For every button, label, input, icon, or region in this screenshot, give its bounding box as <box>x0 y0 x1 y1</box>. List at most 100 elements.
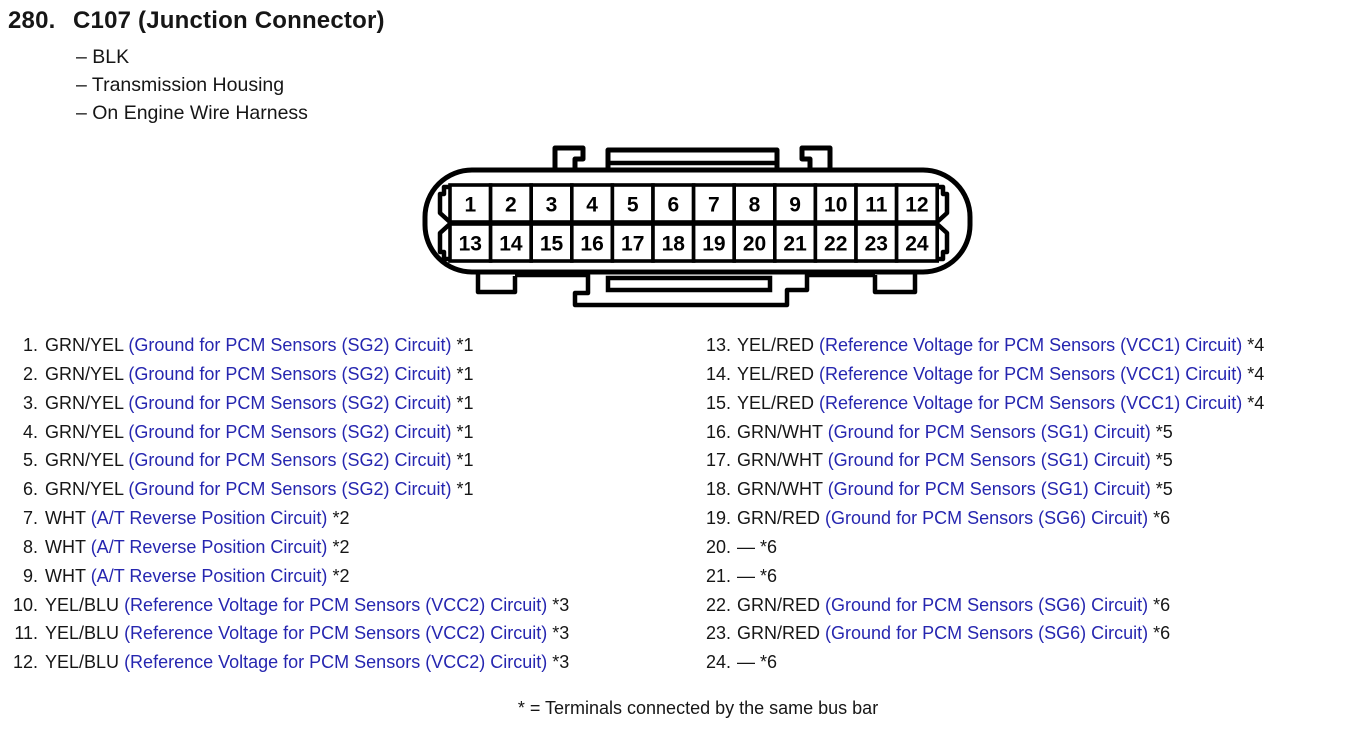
pin-number: 20. <box>705 536 731 557</box>
wire-color: GRN/RED <box>737 623 821 644</box>
bus-bar-note: *4 <box>1247 363 1265 384</box>
pin-row: 13.YEL/RED (Reference Voltage for PCM Se… <box>700 331 1364 360</box>
pin-cell-number: 13 <box>459 233 482 256</box>
bus-bar-note: *6 <box>760 652 778 673</box>
wire-color: — <box>737 652 755 673</box>
pin-row: 4.GRN/YEL (Ground for PCM Sensors (SG2) … <box>5 418 681 447</box>
pin-cell-number: 18 <box>662 233 686 256</box>
pin-cell-number: 7 <box>708 194 720 217</box>
circuit-name: (Ground for PCM Sensors (SG2) Circuit) <box>128 392 452 413</box>
pin-cell <box>854 183 899 224</box>
pin-row: 24. — *6 <box>700 648 1364 677</box>
bus-bar-note: *2 <box>332 565 350 586</box>
wire-color: GRN/RED <box>737 594 821 615</box>
pin-row: 1.GRN/YEL (Ground for PCM Sensors (SG2) … <box>5 331 681 360</box>
pin-row: 14.YEL/RED (Reference Voltage for PCM Se… <box>700 360 1364 389</box>
pin-cell-number: 23 <box>865 233 888 256</box>
circuit-name: (Reference Voltage for PCM Sensors (VCC2… <box>124 623 548 644</box>
pin-number: 2. <box>22 363 38 384</box>
connector-bottom-slot <box>605 275 773 293</box>
pin-row: 18.GRN/WHT (Ground for PCM Sensors (SG1)… <box>700 475 1364 504</box>
circuit-name: (Ground for PCM Sensors (SG2) Circuit) <box>128 363 452 384</box>
circuit-name: (Reference Voltage for PCM Sensors (VCC2… <box>124 652 548 673</box>
pin-cell-number: 9 <box>789 194 801 217</box>
pin-row: 17.GRN/WHT (Ground for PCM Sensors (SG1)… <box>700 446 1364 475</box>
pin-cell <box>894 183 940 224</box>
pin-number: 23. <box>705 623 731 644</box>
pin-cell <box>691 183 737 224</box>
wire-color: GRN/YEL <box>45 392 124 413</box>
connector-bottom-plate <box>515 272 875 308</box>
circuit-name: (Ground for PCM Sensors (SG6) Circuit) <box>825 508 1149 529</box>
pin-cell <box>813 183 858 224</box>
bus-bar-note: *4 <box>1247 392 1265 413</box>
wire-color: YEL/RED <box>737 335 815 355</box>
pin-number: 4. <box>22 421 38 442</box>
bus-bar-note: *6 <box>760 536 778 557</box>
pin-number: 17. <box>705 450 731 471</box>
circuit-name: (A/T Reverse Position Circuit) <box>90 565 328 586</box>
wire-color: GRN/RED <box>737 508 821 529</box>
pin-cell-number: 19 <box>702 233 725 256</box>
pin-cell-number: 2 <box>505 194 517 217</box>
pin-cell <box>610 183 655 224</box>
pin-cell <box>651 222 696 263</box>
bus-bar-note: *1 <box>456 450 474 471</box>
bus-bar-note: *6 <box>1153 508 1171 529</box>
pin-cell-number: 10 <box>824 194 847 217</box>
wire-color: GRN/WHT <box>737 421 823 442</box>
bus-bar-note: *6 <box>1153 623 1171 644</box>
pin-cell-number: 5 <box>627 194 639 217</box>
bus-bar-note: *2 <box>332 536 350 557</box>
pin-cell <box>488 222 533 263</box>
connector-top-tab-left <box>552 145 586 172</box>
circuit-name: (A/T Reverse Position Circuit) <box>90 508 328 529</box>
bus-bar-note: *5 <box>1155 421 1173 442</box>
pin-cell <box>772 183 818 224</box>
connector-attribute-location: – Transmission Housing <box>76 74 285 96</box>
pin-row: 15.YEL/RED (Reference Voltage for PCM Se… <box>700 389 1364 418</box>
wire-color: WHT <box>45 536 86 557</box>
section-heading: 280. C107 (Junction Connector) <box>8 7 385 35</box>
circuit-name: (A/T Reverse Position Circuit) <box>90 536 328 557</box>
circuit-name: (Ground for PCM Sensors (SG6) Circuit) <box>825 594 1149 615</box>
pin-number: 6. <box>22 479 38 500</box>
pin-cell-number: 14 <box>499 233 523 256</box>
connector-bottom-tab-right <box>872 271 918 295</box>
connector-top-ridge-bar <box>605 147 780 172</box>
connector-attributes: – BLK – Transmission Housing – On Engine… <box>76 43 308 127</box>
pin-number: 9. <box>22 565 38 586</box>
pin-row: 19.GRN/RED (Ground for PCM Sensors (SG6)… <box>700 504 1364 533</box>
bus-bar-note: *1 <box>456 335 474 355</box>
pin-cell-number: 17 <box>621 233 644 256</box>
circuit-name: (Ground for PCM Sensors (SG2) Circuit) <box>128 421 452 442</box>
pin-number: 14. <box>705 363 731 384</box>
pin-row: 9. WHT (A/T Reverse Position Circuit) *2 <box>5 562 681 591</box>
wire-color: GRN/YEL <box>45 479 124 500</box>
pin-cell <box>570 222 615 263</box>
wire-color: GRN/YEL <box>45 363 124 384</box>
bus-bar-note: *3 <box>552 623 570 644</box>
pin-row: 16.GRN/WHT (Ground for PCM Sensors (SG1)… <box>700 418 1364 447</box>
connector-bottom-tab-left <box>475 271 518 295</box>
pin-cell-number: 12 <box>905 194 928 217</box>
pin-number: 16. <box>705 421 731 442</box>
wire-color: YEL/RED <box>737 363 815 384</box>
circuit-name: (Ground for PCM Sensors (SG2) Circuit) <box>128 450 452 471</box>
pin-number: 24. <box>705 652 731 673</box>
wire-color: — <box>737 536 755 557</box>
pin-row: 23.GRN/RED (Ground for PCM Sensors (SG6)… <box>700 619 1364 648</box>
bus-bar-note: *1 <box>456 363 474 384</box>
wire-color: YEL/BLU <box>45 623 120 644</box>
pin-cell <box>448 222 493 263</box>
pin-row: 22.GRN/RED (Ground for PCM Sensors (SG6)… <box>700 591 1364 620</box>
bus-bar-footnote: * = Terminals connected by the same bus … <box>517 698 879 718</box>
wire-color: WHT <box>45 565 86 586</box>
pin-row: 10.YEL/BLU (Reference Voltage for PCM Se… <box>5 591 681 620</box>
bus-bar-note: *3 <box>552 652 570 673</box>
pin-cell <box>529 222 574 263</box>
wire-color: GRN/WHT <box>737 450 823 471</box>
pin-row: 3.GRN/YEL (Ground for PCM Sensors (SG2) … <box>5 389 681 418</box>
